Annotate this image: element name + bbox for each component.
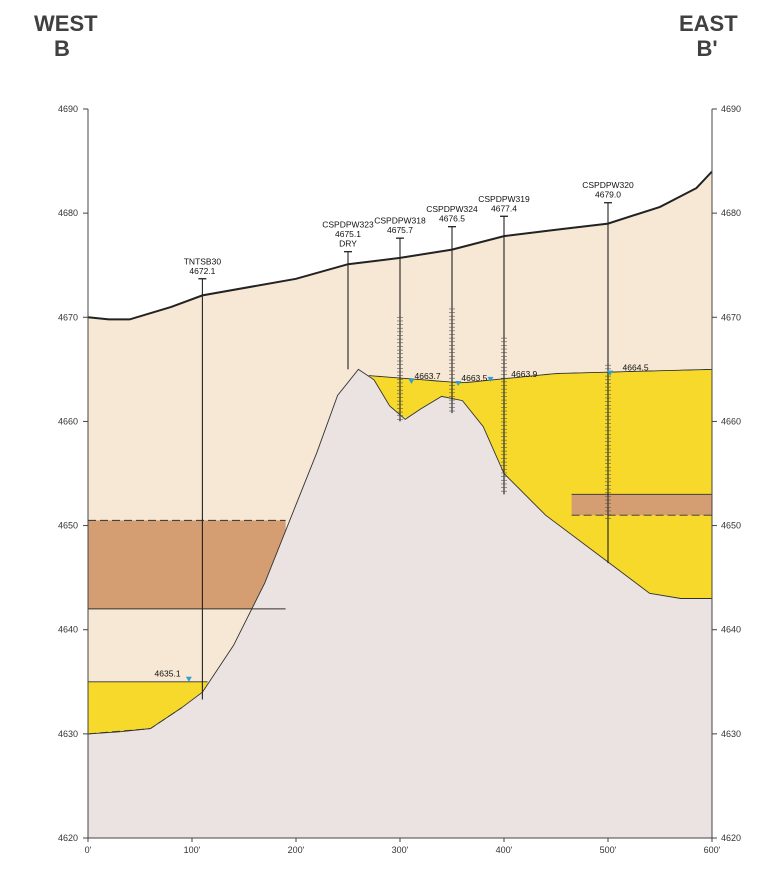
well-elevation-label: 4675.1 [335,229,361,239]
east-saturated-sand-layer [368,369,712,599]
x-tick-label: 400' [496,845,513,855]
y-tick-label-left: 4680 [58,208,78,218]
x-tick-label: 300' [392,845,409,855]
y-tick-label-right: 4690 [721,104,741,114]
water-level-label: 4635.1 [155,669,181,679]
water-level-label: 4663.7 [415,371,441,381]
water-level-label: 4663.5 [461,373,487,383]
x-tick-label: 500' [600,845,617,855]
well-id-label: CSPDPW319 [478,194,530,204]
west-saturated-sand-layer [88,681,208,734]
west-direction-label: WEST B [34,11,98,61]
bedrock-layer [88,369,712,838]
west-clay-band [88,520,286,609]
well-id-label: TNTSB30 [184,256,222,266]
water-level-marker-icon [185,676,192,682]
water-level-marker-icon [487,376,494,382]
axes: 4620 4620 4630 4630 4640 4640 4650 4650 4660 4660… [58,104,741,855]
west-section-letter: B [54,36,70,61]
geologic-layers [87,170,713,838]
y-tick-label-right: 4640 [721,625,741,635]
y-tick-label-right: 4630 [721,729,741,739]
y-tick-label-right: 4680 [721,208,741,218]
y-tick-label-left: 4670 [58,312,78,322]
x-tick-label: 0' [85,845,92,855]
well-id-label: CSPDPW320 [582,180,634,190]
water-level-label: 4664.5 [623,363,649,373]
west-sand-bottom-contact [87,707,182,735]
well-id-label: CSPDPW323 [322,220,374,230]
x-tick-label: 600' [704,845,721,855]
well-status-label: DRY [339,239,357,249]
well-elevation-label: 4675.7 [387,225,413,235]
well-elevation-label: 4679.0 [595,190,621,200]
well-elevation-label: 4676.5 [439,214,465,224]
y-tick-label-left: 4690 [58,104,78,114]
water-level-marker-icon [607,370,614,376]
well-elevation-label: 4677.4 [491,203,517,213]
bedrock-contact-line [87,368,712,735]
y-tick-label-left: 4660 [58,416,78,426]
y-tick-label-right: 4660 [721,416,741,426]
well-id-label: CSPDPW324 [426,204,478,214]
well-id-label: CSPDPW318 [374,216,426,226]
east-sand-top-contact [368,368,713,384]
east-clay-band [571,494,712,516]
y-tick-label-right: 4670 [721,312,741,322]
y-tick-label-right: 4650 [721,521,741,531]
water-levels: 4635.1 4663.7 4663.5 4663.9 4664.5 [155,363,649,682]
x-tick-label: 100' [184,845,201,855]
water-level-marker-icon [408,378,415,384]
east-direction-label: EAST B' [679,11,738,61]
water-level-marker-icon [455,380,462,386]
y-tick-label-left: 4630 [58,729,78,739]
water-level-label: 4663.9 [511,369,537,379]
well-elevation-label: 4672.1 [189,266,215,276]
east-direction-text: EAST [679,11,738,36]
y-tick-label-left: 4650 [58,521,78,531]
y-tick-label-left: 4640 [58,625,78,635]
x-tick-label: 200' [288,845,305,855]
east-section-letter: B' [696,36,718,61]
y-tick-label-left: 4620 [58,833,78,843]
west-direction-text: WEST [34,11,98,36]
y-tick-label-right: 4620 [721,833,741,843]
